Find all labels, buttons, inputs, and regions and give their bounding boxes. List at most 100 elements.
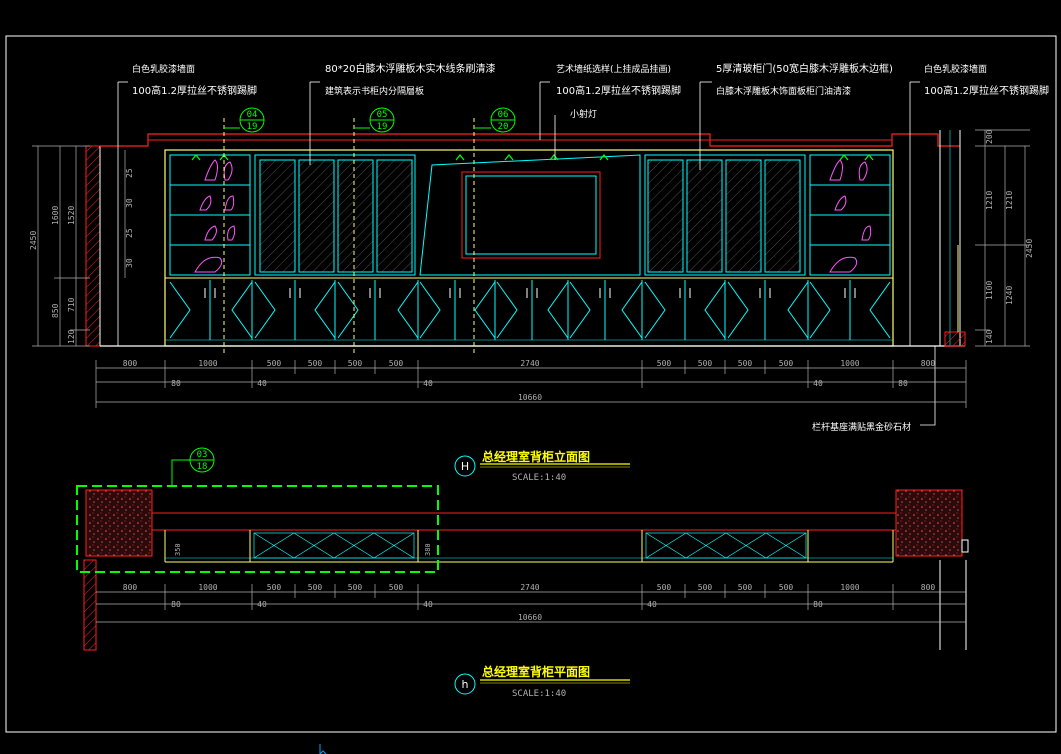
- svg-text:80: 80: [813, 600, 823, 609]
- lower-cabinet-doors: [169, 280, 891, 340]
- svg-text:H: H: [461, 460, 469, 473]
- elevation-title: H 总经理室背柜立面图 SCALE:1:40: [454, 449, 630, 483]
- svg-text:500: 500: [657, 359, 672, 368]
- annotation-1-line1: 白色乳胶漆墙面: [132, 63, 195, 75]
- callout-05[interactable]: 05 19: [353, 107, 395, 356]
- plan-title: h 总经理室背柜平面图 SCALE:1:40: [454, 664, 630, 699]
- svg-text:80: 80: [898, 379, 908, 388]
- svg-text:25: 25: [125, 168, 134, 178]
- annotation-2-line2: 建筑表示书柜内分隔層板: [325, 85, 424, 97]
- spotlights: [191, 154, 874, 161]
- svg-text:05: 05: [377, 110, 388, 120]
- svg-text:40: 40: [423, 600, 433, 609]
- annotation-5-line1: 白色乳胶漆墙面: [924, 63, 987, 75]
- svg-text:18: 18: [197, 462, 208, 472]
- plan-view: 03 18 350 380 800 1000: [76, 447, 969, 699]
- annotation-4-line1: 5厚清玻柜门(50宽白膝木浮雕板木边框): [716, 62, 893, 75]
- svg-text:40: 40: [257, 600, 267, 609]
- svg-text:710: 710: [67, 297, 76, 312]
- drawing-frame: [5, 35, 1057, 733]
- svg-text:h: h: [462, 678, 469, 691]
- svg-text:850: 850: [51, 303, 60, 318]
- svg-text:500: 500: [348, 359, 363, 368]
- svg-text:800: 800: [123, 583, 138, 592]
- svg-text:30: 30: [125, 198, 134, 208]
- callout-04[interactable]: 04 19: [223, 107, 265, 356]
- right-shelf-unit: [809, 154, 891, 276]
- svg-text:1000: 1000: [840, 359, 859, 368]
- svg-text:04: 04: [247, 110, 258, 120]
- svg-text:500: 500: [657, 583, 672, 592]
- svg-text:19: 19: [377, 122, 388, 132]
- left-shelf-unit: [169, 154, 251, 276]
- svg-text:500: 500: [779, 359, 794, 368]
- art-wall: [419, 154, 641, 276]
- annotation-3-line2: 100高1.2厚拉丝不锈钢踢脚: [556, 84, 681, 97]
- svg-text:500: 500: [267, 583, 282, 592]
- small-light-label: 小射灯: [570, 108, 597, 120]
- svg-text:500: 500: [738, 359, 753, 368]
- right-column: [895, 489, 963, 557]
- svg-text:SCALE:1:40: SCALE:1:40: [512, 473, 566, 483]
- cursor-icon: [319, 744, 327, 754]
- svg-text:19: 19: [247, 122, 258, 132]
- svg-text:30: 30: [125, 258, 134, 268]
- svg-text:380: 380: [424, 543, 432, 556]
- callout-06[interactable]: 06 20: [473, 107, 516, 356]
- callout-03[interactable]: 03 18: [76, 447, 439, 573]
- svg-text:500: 500: [698, 359, 713, 368]
- svg-text:1000: 1000: [198, 359, 217, 368]
- svg-text:03: 03: [197, 450, 208, 460]
- glass-doors-right: [644, 154, 806, 276]
- svg-text:140: 140: [985, 329, 994, 344]
- svg-text:1210: 1210: [985, 191, 994, 210]
- left-wall: [85, 145, 101, 347]
- svg-text:40: 40: [813, 379, 823, 388]
- svg-text:500: 500: [348, 583, 363, 592]
- svg-text:500: 500: [267, 359, 282, 368]
- svg-text:1240: 1240: [1005, 286, 1014, 305]
- svg-text:500: 500: [308, 359, 323, 368]
- svg-text:40: 40: [257, 379, 267, 388]
- plan-total-dim: 10660: [518, 613, 542, 622]
- svg-text:500: 500: [389, 359, 404, 368]
- svg-text:500: 500: [738, 583, 753, 592]
- svg-text:80: 80: [171, 379, 181, 388]
- elevation-total-dim: 10660: [518, 393, 542, 402]
- elevation-title-text: 总经理室背柜立面图: [482, 449, 590, 464]
- svg-text:40: 40: [423, 379, 433, 388]
- glass-doors-left: [254, 154, 416, 276]
- svg-text:25: 25: [125, 228, 134, 238]
- svg-text:2740: 2740: [520, 583, 539, 592]
- svg-text:1000: 1000: [198, 583, 217, 592]
- svg-text:1000: 1000: [840, 583, 859, 592]
- annotation-5-line2: 100高1.2厚拉丝不锈钢踢脚: [924, 84, 1049, 97]
- elevation-view: 04 19 05 19 06 20: [29, 62, 1049, 483]
- svg-text:800: 800: [123, 359, 138, 368]
- svg-text:06: 06: [498, 110, 509, 120]
- svg-text:1600: 1600: [51, 206, 60, 225]
- left-column: [85, 489, 153, 557]
- svg-text:200: 200: [985, 129, 994, 144]
- svg-text:500: 500: [308, 583, 323, 592]
- svg-text:350: 350: [174, 543, 182, 556]
- svg-text:2740: 2740: [520, 359, 539, 368]
- svg-text:40: 40: [647, 600, 657, 609]
- svg-text:500: 500: [779, 583, 794, 592]
- annotation-2-line1: 80*20白膝木浮雕板木实木线条刷清漆: [325, 62, 495, 75]
- svg-text:800: 800: [921, 583, 936, 592]
- left-dim-outer: 2450: [29, 231, 38, 250]
- svg-text:20: 20: [498, 122, 509, 132]
- annotation-4-line2: 白膝木浮雕板木饰面板柜门油清漆: [716, 85, 851, 97]
- svg-text:800: 800: [921, 359, 936, 368]
- svg-text:500: 500: [698, 583, 713, 592]
- right-railing: [939, 130, 966, 347]
- svg-text:1100: 1100: [985, 281, 994, 300]
- svg-text:1520: 1520: [67, 206, 76, 225]
- annotation-1-line2: 100高1.2厚拉丝不锈钢踢脚: [132, 84, 257, 97]
- svg-text:500: 500: [389, 583, 404, 592]
- svg-text:80: 80: [171, 600, 181, 609]
- bottom-note: 栏杆基座满贴黑金砂石材: [812, 421, 911, 433]
- svg-text:SCALE:1:40: SCALE:1:40: [512, 689, 566, 699]
